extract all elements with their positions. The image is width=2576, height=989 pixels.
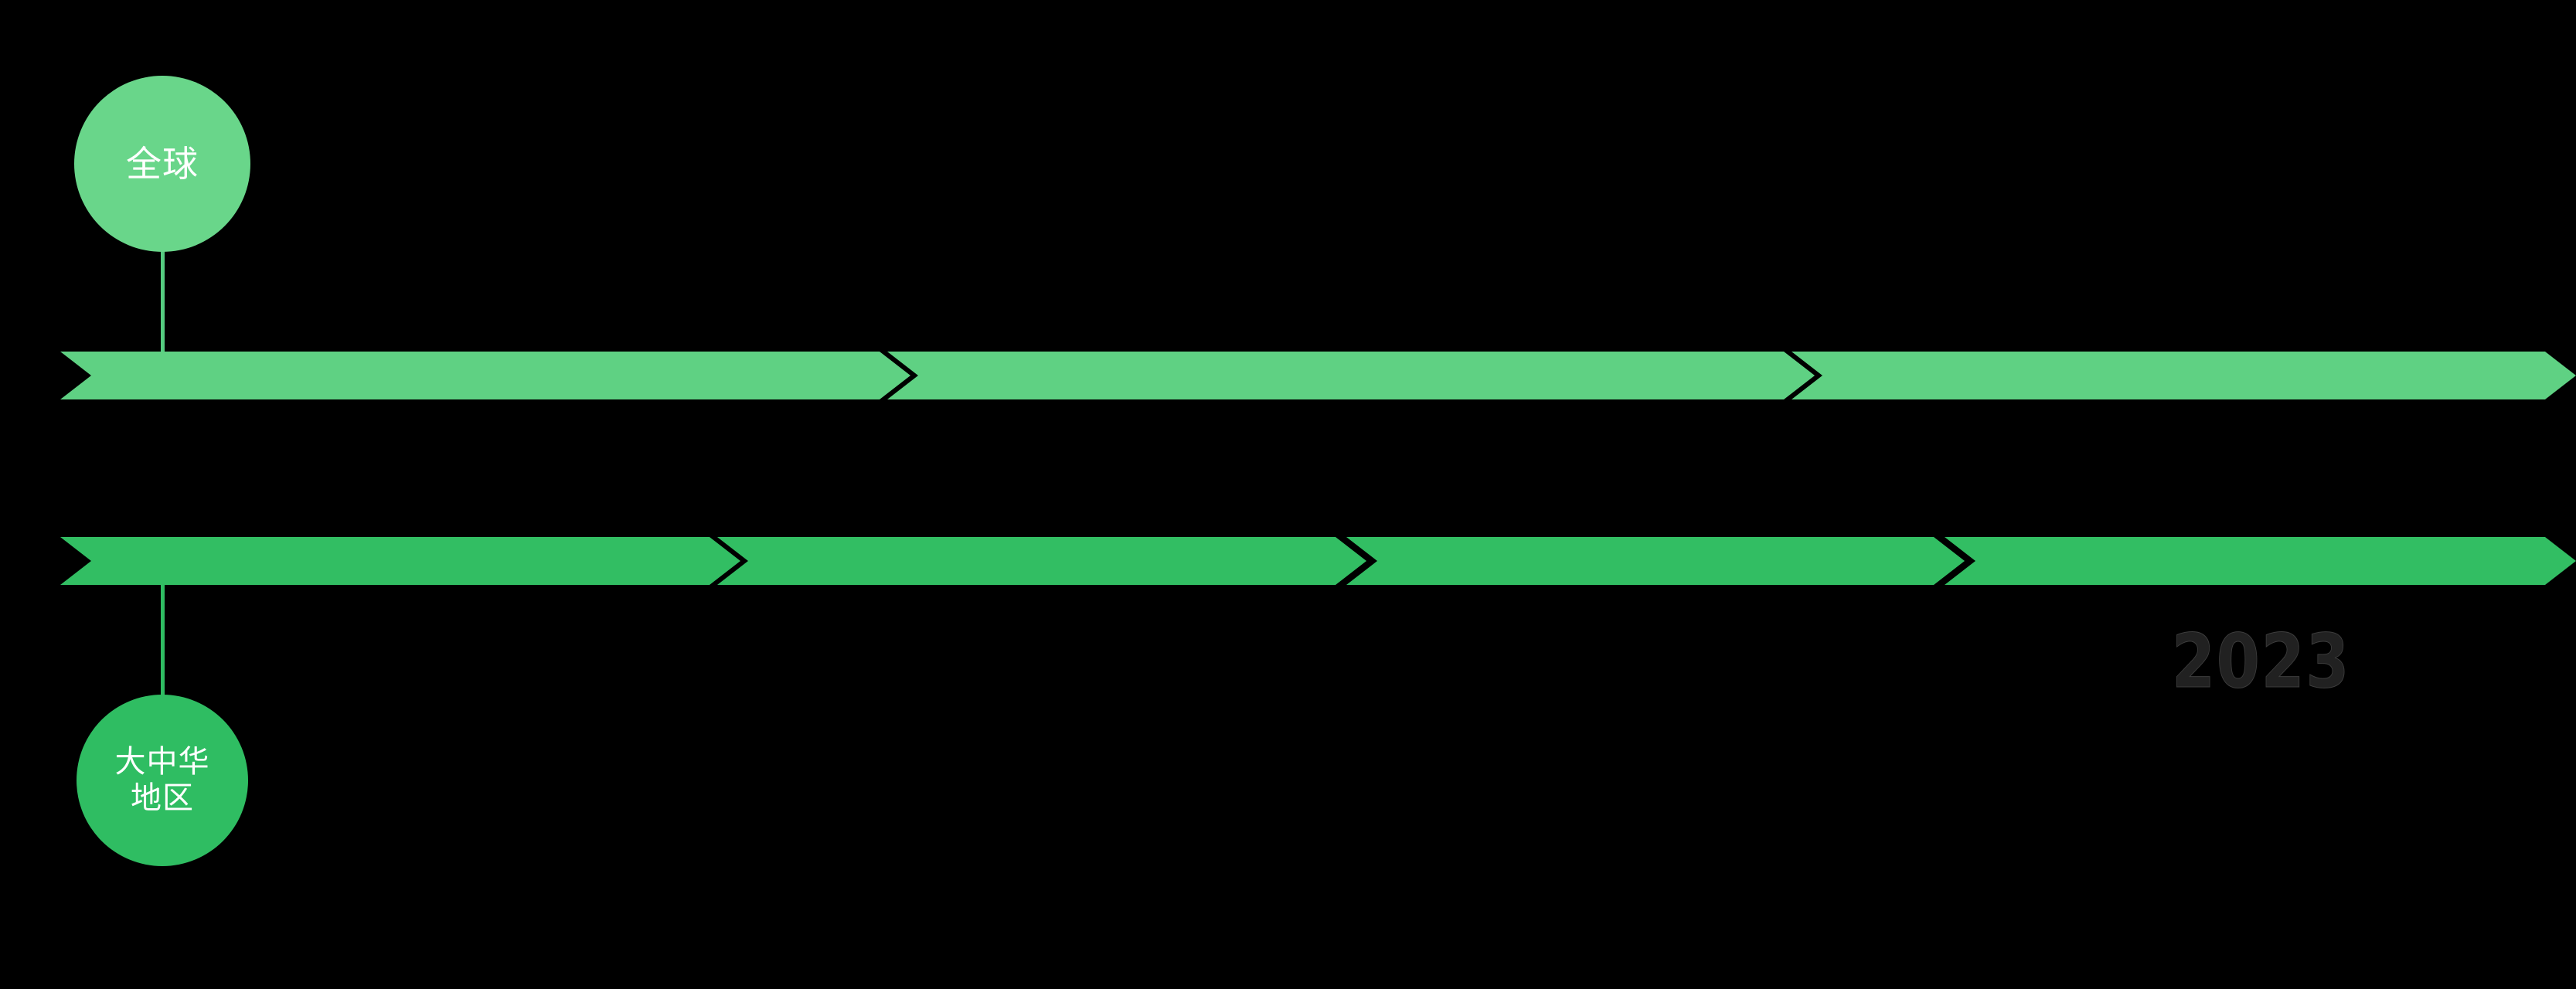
region-node-greater-china-label: 大中华 地区 [114,744,210,815]
timeline-segment-global-3[interactable] [1792,352,2576,399]
region-node-greater-china[interactable]: 大中华 地区 [77,695,248,866]
timeline-segment-global-1[interactable] [60,352,910,399]
timeline-track-greater-china [0,537,2576,585]
connector-line-global [161,249,165,357]
timeline-track-global [0,352,2576,399]
region-node-global-label: 全球 [126,143,199,184]
timeline-segment-global-2[interactable] [887,352,1815,399]
connector-line-greater-china [161,581,165,698]
timeline-segment-greater-china-2[interactable] [717,537,1366,585]
region-node-global[interactable]: 全球 [74,76,250,252]
year-watermark: 2023 [2172,618,2351,705]
timeline-segment-greater-china-3[interactable] [1346,537,1965,585]
timeline-segment-greater-china-1[interactable] [60,537,740,585]
timeline-segment-greater-china-4[interactable] [1945,537,2576,585]
